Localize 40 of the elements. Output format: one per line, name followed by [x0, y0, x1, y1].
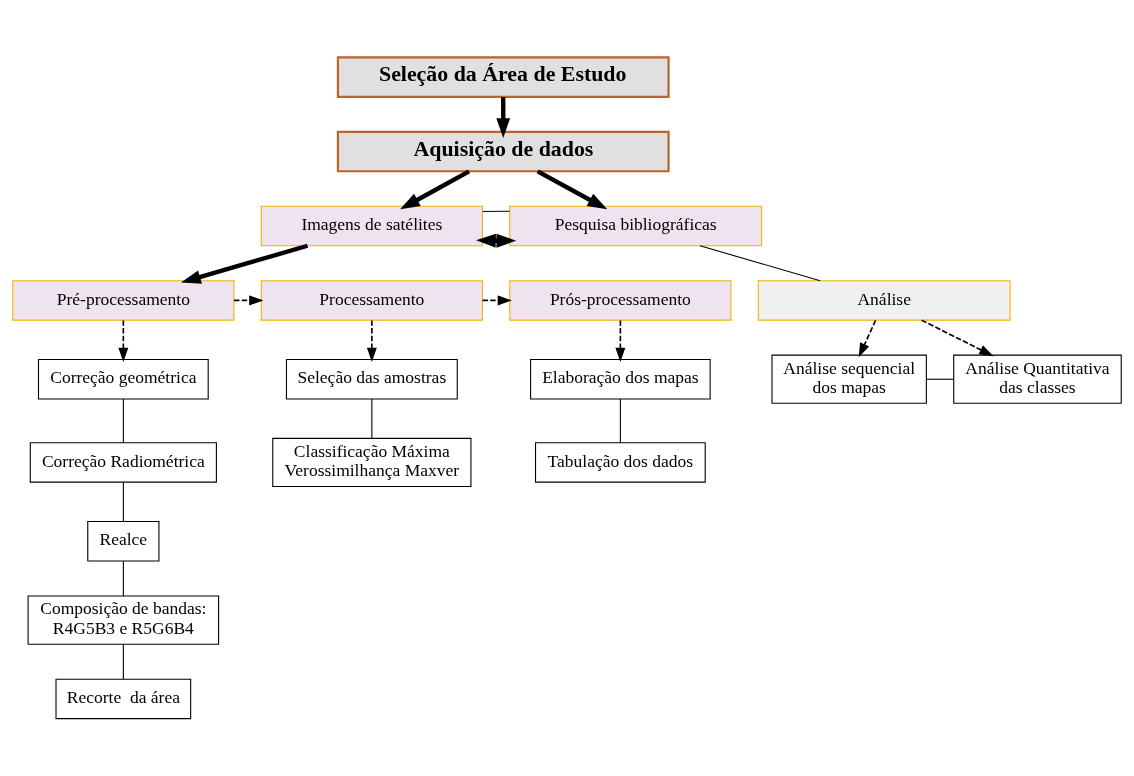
connector — [482, 210, 511, 213]
node-box: Elaboração dos mapas — [530, 359, 711, 400]
node-box: Análise Quantitativa das classes — [953, 354, 1122, 404]
node-box: Aquisição de dados — [336, 130, 670, 173]
node-box: Realce — [87, 521, 160, 562]
arrow — [181, 243, 309, 284]
node-box: Pré-processamento — [12, 280, 235, 321]
arrow — [481, 295, 512, 306]
node-box: Seleção da Área de Estudo — [336, 56, 670, 98]
node-box: Análise sequencial dos mapas — [771, 354, 927, 404]
node-box: Correção Radiométrica — [29, 442, 217, 483]
connector — [122, 398, 124, 444]
node-box: Tabulação dos dados — [535, 442, 706, 483]
arrow — [536, 169, 608, 210]
arrow — [233, 295, 264, 306]
arrow — [920, 319, 994, 357]
node-box: Imagens de satélites — [260, 205, 483, 247]
connector — [122, 560, 124, 597]
node-box: Pesquisa bibliográficas — [509, 205, 763, 247]
node-box: Prós-processamento — [509, 280, 732, 321]
arrow — [118, 319, 129, 362]
node-box: Análise — [757, 280, 1011, 321]
arrow — [400, 169, 471, 210]
connector — [925, 378, 954, 380]
arrow — [496, 97, 511, 138]
node-box: Processamento — [260, 280, 483, 321]
arrow — [615, 319, 626, 362]
node-box: Composição de bandas: R4G5B3 e R5G6B4 — [27, 595, 220, 645]
connector — [122, 481, 124, 522]
connector — [699, 245, 821, 282]
connector — [122, 643, 124, 680]
arrow — [366, 319, 377, 362]
node-box: Recorte da área — [55, 678, 192, 720]
node-box: Seleção das amostras — [285, 359, 458, 400]
connector — [371, 398, 373, 439]
arrow — [858, 319, 877, 358]
node-box: Correção geométrica — [37, 359, 209, 400]
arrow — [476, 233, 517, 248]
node-box: Classificação Máxima Verossimilhança Maxver — [272, 437, 472, 488]
connector — [619, 398, 621, 444]
